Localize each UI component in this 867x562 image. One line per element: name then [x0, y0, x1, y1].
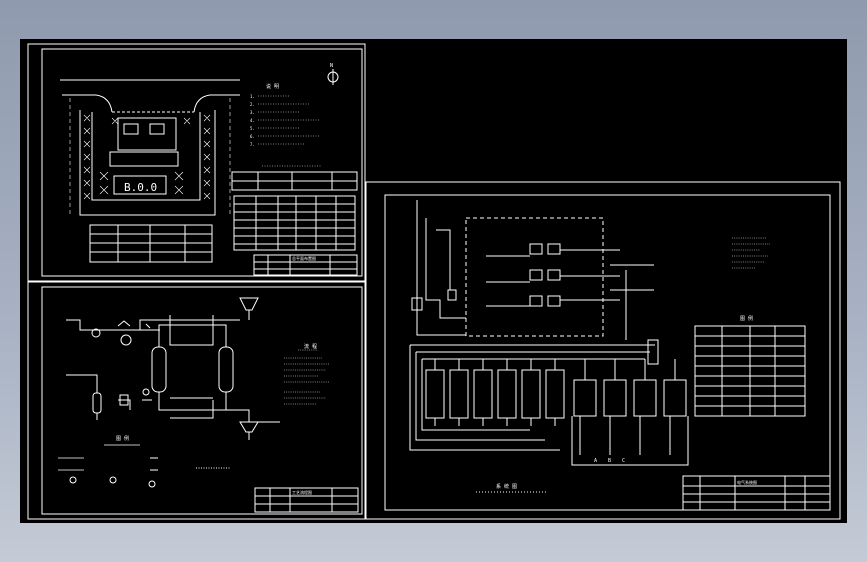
electrical-legend-title: 图 例	[740, 315, 753, 322]
site-plan-sheet-border	[27, 43, 366, 282]
compressor-icon	[91, 328, 101, 338]
site-schedule-table-1	[231, 171, 358, 191]
site-schedule-table-2	[233, 195, 356, 251]
process-sheet-inner	[41, 286, 363, 515]
distribution-bus	[409, 339, 659, 451]
site-legend-table	[89, 224, 213, 263]
planting-strip-left	[83, 114, 91, 200]
site-plan-road	[60, 79, 240, 113]
title-block-site-name: 总平面布置图	[292, 255, 316, 261]
phase-label-a: A	[594, 458, 597, 464]
title-block-electrical[interactable]	[682, 475, 831, 511]
site-note-5: 5.	[250, 126, 255, 131]
north-arrow-label: N	[330, 63, 333, 69]
electrical-sheet-inner	[384, 194, 831, 511]
dispenser-bottom	[226, 409, 280, 440]
process-sheet-border	[27, 281, 366, 520]
process-legend	[58, 444, 230, 488]
cabinet-modules	[486, 243, 654, 340]
title-block-process[interactable]	[254, 487, 359, 513]
site-notes-lines	[258, 95, 322, 167]
station-sign: B.0.0	[124, 181, 157, 194]
process-notes-lines	[284, 349, 330, 405]
electrical-caption: 系 统 图	[496, 483, 517, 490]
dispenser-top	[239, 297, 259, 320]
electrical-sheet-border	[365, 181, 841, 520]
title-block-process-name: 工艺流程图	[292, 489, 312, 495]
site-note-3: 3.	[250, 110, 255, 115]
site-plan-sheet-inner	[41, 48, 363, 277]
control-cabinet	[465, 217, 604, 337]
phase-label-c: C	[622, 458, 625, 464]
title-block-electrical-name: 电气系统图	[737, 479, 757, 485]
pump-icon	[120, 334, 132, 346]
electrical-legend-table	[694, 325, 806, 417]
site-notes-title: 说 明	[266, 83, 279, 90]
title-block-site[interactable]	[253, 254, 358, 276]
process-legend-title: 图 例	[116, 435, 129, 442]
process-inlet-pipe	[66, 319, 240, 331]
site-note-6: 6.	[250, 134, 255, 139]
process-caption: 流 程	[304, 343, 317, 350]
site-note-2: 2.	[250, 102, 255, 107]
electrical-notes-lines	[732, 237, 770, 269]
site-note-1: 1.	[250, 94, 255, 99]
planting-strip-right	[99, 114, 211, 200]
site-note-7: 7.	[250, 142, 255, 147]
station-building	[109, 151, 179, 167]
incoming-supply	[416, 200, 466, 336]
site-note-4: 4.	[250, 118, 255, 123]
phase-label-b: B	[608, 458, 611, 464]
feeder-circuits	[425, 359, 689, 466]
station-canopy	[117, 117, 177, 151]
